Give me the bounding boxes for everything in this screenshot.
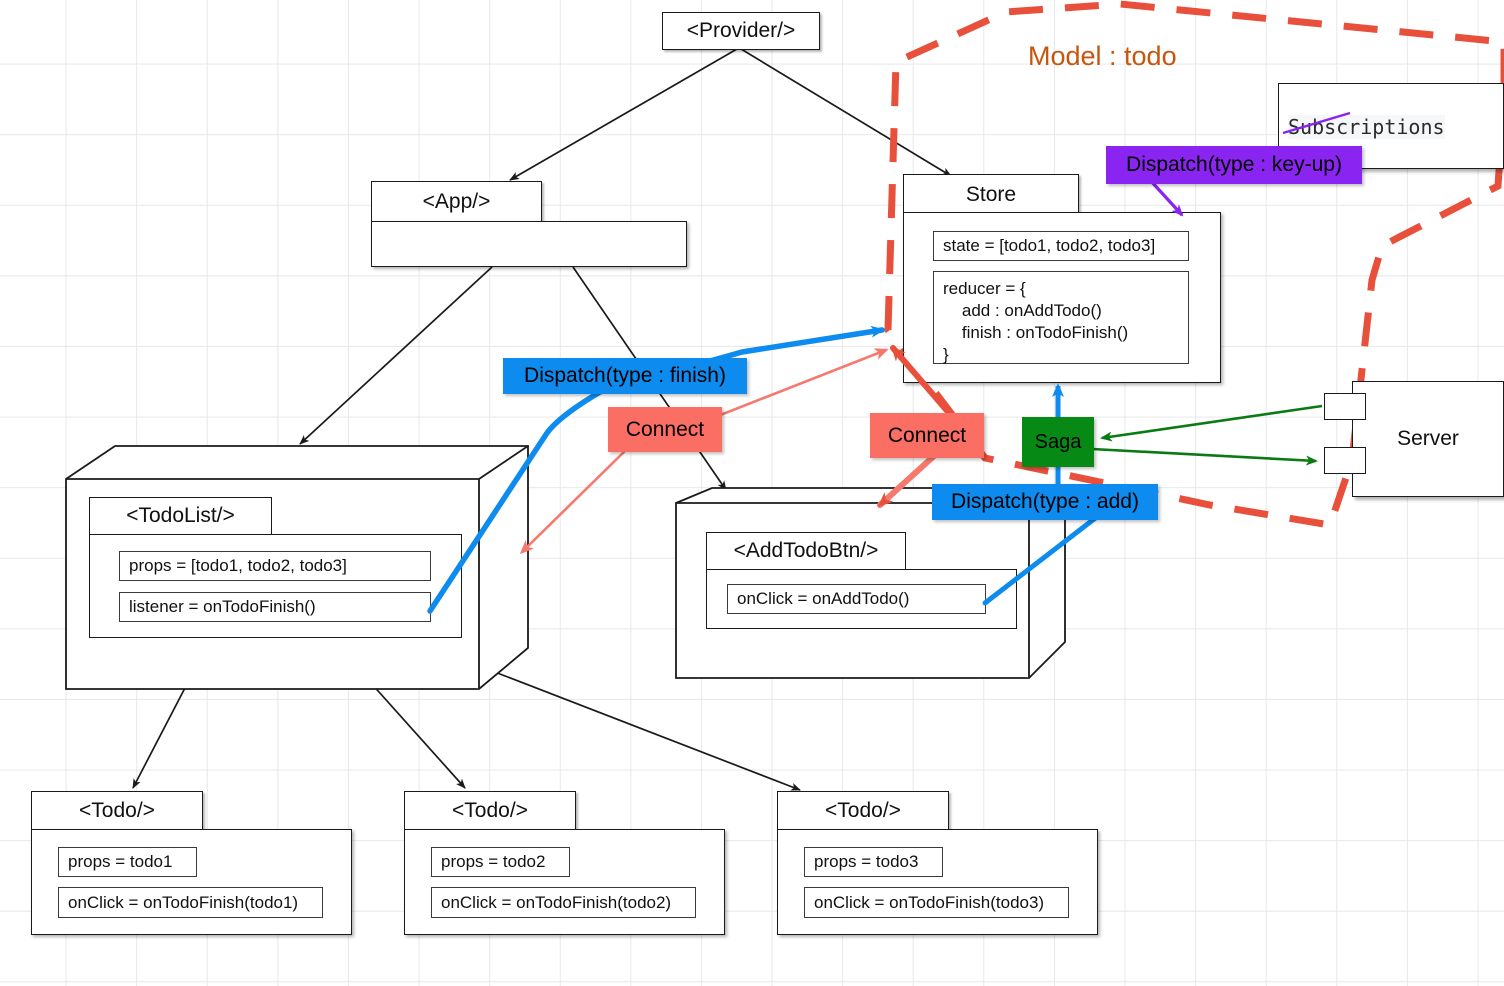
chip-connect-left[interactable]: Connect [608,407,722,452]
store-state-field: state = [todo1, todo2, todo3] [933,231,1189,261]
edge-provider-app [509,48,738,181]
node-saga[interactable]: Saga [1022,417,1094,467]
node-server-label: Server [1397,427,1459,450]
edge-connect-right-to-addtodobtn [877,452,938,508]
node-todo-1-title-text: <Todo/> [79,798,155,822]
todo-1-onclick-field: onClick = onTodoFinish(todo1) [58,887,323,918]
node-addtodobtn-body: onClick = onAddTodo() [706,569,1017,629]
edge-provider-store [740,48,952,177]
model-boundary-dashed [884,0,1504,529]
chip-dispatch-keyup-label: Dispatch(type : key-up) [1126,153,1342,176]
todo-3-props-field: props = todo3 [804,847,943,877]
store-reducer-field: reducer = { add : onAddTodo() finish : o… [933,271,1189,364]
edge-connect-left-to-todolist [519,447,629,555]
node-provider[interactable]: <Provider/> [662,12,820,50]
node-todolist-title-text: <TodoList/> [126,504,235,527]
edge-server-to-saga [1100,404,1323,442]
addtodobtn-onclick-field: onClick = onAddTodo() [727,584,986,614]
model-title-label: Model : todo [1028,41,1177,71]
server-port-in [1324,393,1366,420]
edge-subscriptions-to-chip [1282,111,1351,135]
chip-dispatch-add-label: Dispatch(type : add) [951,490,1139,513]
node-store-body: state = [todo1, todo2, todo3] reducer = … [903,212,1221,383]
chip-dispatch-finish-label: Dispatch(type : finish) [524,364,726,387]
chip-connect-left-label: Connect [625,417,705,441]
node-server[interactable]: Server [1352,381,1504,497]
node-todo-3-title-text: <Todo/> [825,798,901,822]
chip-dispatch-finish[interactable]: Dispatch(type : finish) [503,358,747,394]
node-todolist-title: <TodoList/> [89,497,272,535]
server-port-out [1324,447,1366,474]
node-todolist-body: props = [todo1, todo2, todo3] listener =… [89,534,462,638]
todo-2-onclick-field: onClick = onTodoFinish(todo2) [431,887,696,918]
node-todo-2-title: <Todo/> [404,791,576,830]
node-store-title-text: Store [965,182,1017,206]
edge-saga-to-server [1091,447,1318,466]
todo-1-props-field: props = todo1 [58,847,197,877]
node-todo-2-title-text: <Todo/> [452,798,528,822]
edge-connect-left-to-store [699,348,889,425]
todolist-listener-field: listener = onTodoFinish() [119,592,431,622]
node-addtodobtn-title: <AddTodoBtn/> [706,532,906,570]
chip-connect-right-label: Connect [887,423,967,447]
node-todo-3-body: props = todo3 onClick = onTodoFinish(tod… [777,829,1098,935]
edge-dispatch-keyup-to-store [1148,178,1184,217]
chip-dispatch-keyup[interactable]: Dispatch(type : key-up) [1106,146,1362,184]
node-provider-title: <Provider/> [686,19,796,42]
todo-2-props-field: props = todo2 [431,847,570,877]
node-todo-1-body: props = todo1 onClick = onTodoFinish(tod… [31,829,352,935]
node-app-title-text: <App/> [422,189,491,213]
edge-app-todolist [299,266,493,445]
node-saga-label: Saga [1034,430,1082,453]
node-todo-2-body: props = todo2 onClick = onTodoFinish(tod… [404,829,725,935]
todolist-props-field: props = [todo1, todo2, todo3] [119,551,431,581]
node-todo-3-title: <Todo/> [777,791,949,830]
node-subscriptions-label: Subscriptions [1288,115,1445,139]
node-addtodobtn-title-text: <AddTodoBtn/> [733,539,879,562]
node-todo-1-title: <Todo/> [31,791,203,830]
todo-3-onclick-field: onClick = onTodoFinish(todo3) [804,887,1069,918]
node-app-body [371,221,687,267]
chip-dispatch-add[interactable]: Dispatch(type : add) [932,484,1158,520]
edge-dispatch-add [982,513,1101,606]
chip-connect-right[interactable]: Connect [870,413,984,458]
edge-connect-right-to-store [890,345,958,423]
